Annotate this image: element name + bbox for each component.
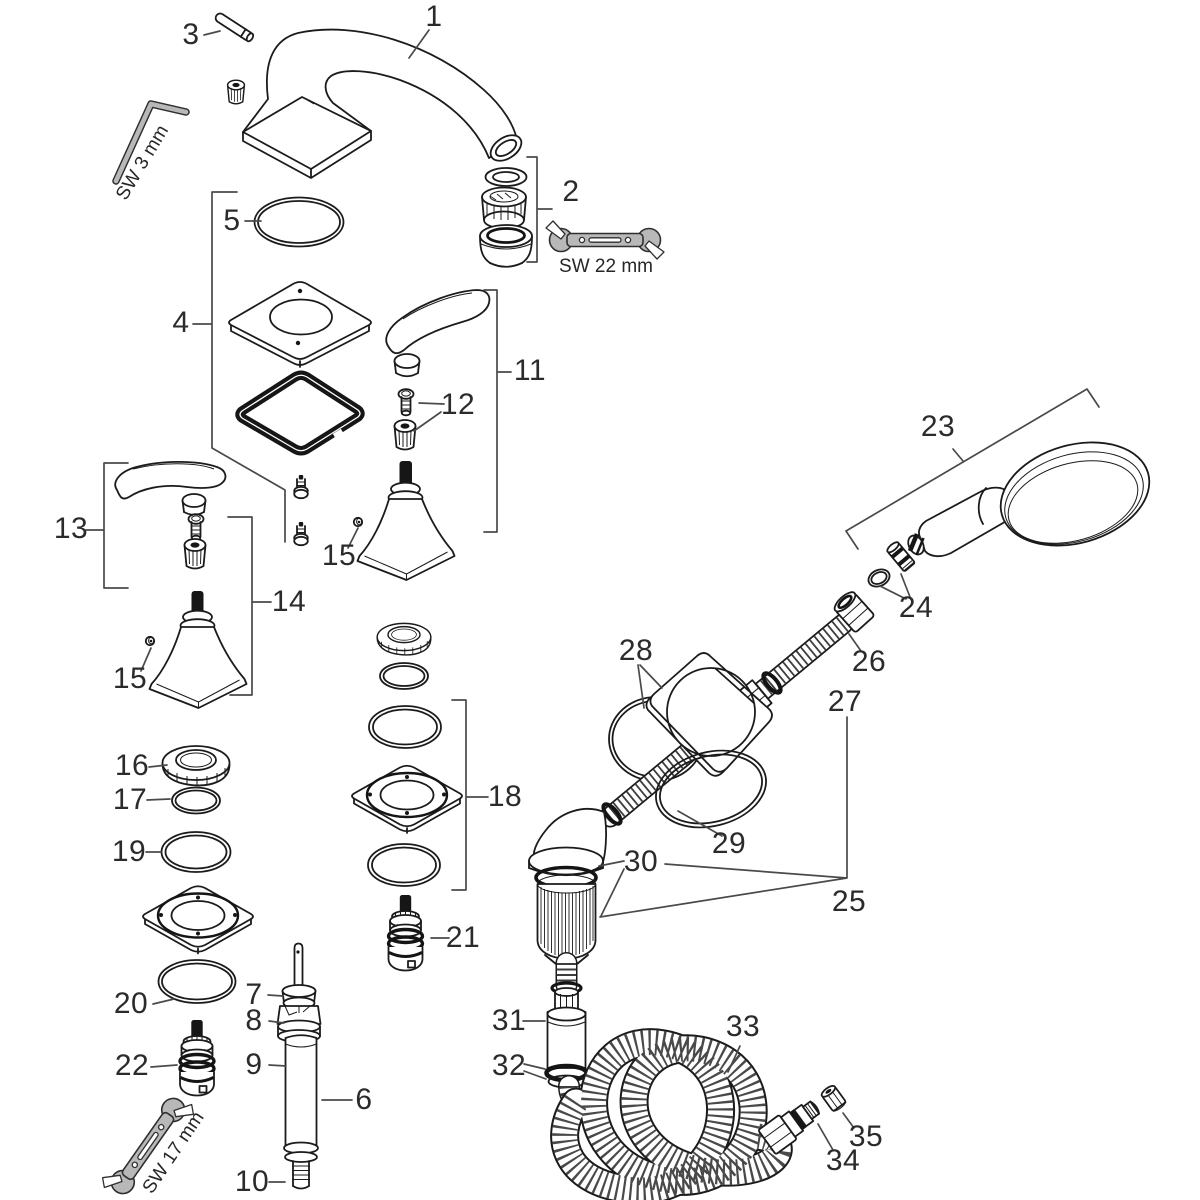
callout-27: 27 — [827, 685, 863, 718]
set-screw-15b — [352, 516, 364, 528]
handle-bushing-12 — [393, 419, 417, 451]
callout-21: 21 — [445, 921, 481, 954]
handle-screw-13 — [187, 513, 205, 542]
callout-8: 8 — [245, 1004, 263, 1037]
lever-handle-right — [385, 289, 491, 378]
handle-base-left — [148, 591, 248, 709]
oring-mid-large — [368, 705, 442, 749]
valve-cartridge-21 — [386, 893, 425, 973]
hand-shower — [907, 441, 1151, 558]
seal-ring — [235, 370, 365, 456]
callout-15b: 15 — [321, 539, 357, 572]
callout-pointers — [85, 29, 1100, 1183]
callout-31: 31 — [491, 1004, 527, 1037]
popup-rod-assembly — [276, 942, 322, 1190]
set-screw-15a — [144, 635, 156, 647]
escutcheon-plate — [228, 281, 372, 368]
callout-30: 30 — [623, 845, 659, 878]
callout-26: 26 — [851, 645, 887, 678]
callout-29: 29 — [711, 827, 747, 860]
oring-5 — [253, 196, 345, 248]
pin-bushing — [226, 79, 246, 105]
shower-holder-escutcheon — [645, 652, 773, 777]
open-end-wrench-22 — [545, 220, 665, 260]
spout-outlet — [489, 134, 523, 162]
callout-14: 14 — [271, 585, 307, 618]
oring-17 — [171, 786, 221, 815]
retaining-pin — [214, 12, 255, 43]
aerator-set — [479, 167, 533, 268]
callout-15a: 15 — [112, 662, 148, 695]
oring-mid-large2 — [367, 843, 441, 887]
threaded-ring-mid — [376, 622, 432, 657]
fixing-screw — [293, 521, 309, 547]
callout-3: 3 — [182, 18, 200, 51]
valve-cartridge-22 — [178, 1018, 216, 1098]
callout-10: 10 — [234, 1165, 270, 1198]
oring-20 — [157, 959, 237, 1004]
callout-12: 12 — [440, 388, 476, 421]
valve-escutcheon-left — [141, 885, 255, 955]
callout-1: 1 — [425, 0, 443, 33]
callout-11: 11 — [513, 354, 547, 387]
callout-7: 7 — [245, 978, 263, 1011]
callout-19: 19 — [111, 835, 147, 868]
callout-2: 2 — [562, 175, 580, 208]
callout-13: 13 — [53, 512, 89, 545]
callout-25: 25 — [831, 885, 867, 918]
wrench-22-size-label: SW 22 mm — [559, 256, 653, 277]
hex-key-tool — [112, 100, 190, 185]
callout-20: 20 — [113, 987, 149, 1020]
callout-6: 6 — [355, 1083, 373, 1116]
callout-16: 16 — [114, 749, 150, 782]
lever-handle-left — [114, 460, 227, 516]
callout-9: 9 — [245, 1048, 263, 1081]
hose-nut-35 — [820, 1084, 847, 1112]
oring-24 — [867, 568, 891, 588]
handle-bushing-13 — [183, 538, 207, 570]
handle-base-mid — [356, 461, 456, 581]
diverter-body-30 — [528, 808, 607, 1013]
connector-nut-26 — [833, 591, 875, 633]
callout-5: 5 — [223, 204, 241, 237]
fixing-screw — [293, 474, 309, 500]
callout-24: 24 — [898, 591, 934, 624]
hose-fitting-34 — [758, 1100, 821, 1155]
callout-28: 28 — [618, 634, 654, 667]
hose-connector-31 — [546, 1006, 587, 1069]
check-valve-24 — [886, 541, 916, 572]
callout-34: 34 — [825, 1144, 861, 1177]
shower-hose — [550, 1028, 793, 1200]
oring-19 — [160, 831, 232, 873]
callout-17: 17 — [112, 783, 148, 816]
oring-mid-small — [379, 662, 429, 690]
handle-screw-12 — [397, 388, 415, 417]
callout-33: 33 — [725, 1010, 761, 1043]
ring-29 — [655, 749, 767, 829]
threaded-ring-16 — [161, 745, 231, 787]
callout-18: 18 — [487, 780, 523, 813]
callout-4: 4 — [172, 306, 190, 339]
callout-35: 35 — [848, 1120, 884, 1153]
callout-23: 23 — [920, 410, 956, 443]
valve-escutcheon-mid — [350, 764, 464, 835]
callout-32: 32 — [491, 1049, 527, 1082]
callout-22: 22 — [114, 1049, 150, 1082]
spout — [242, 28, 523, 179]
